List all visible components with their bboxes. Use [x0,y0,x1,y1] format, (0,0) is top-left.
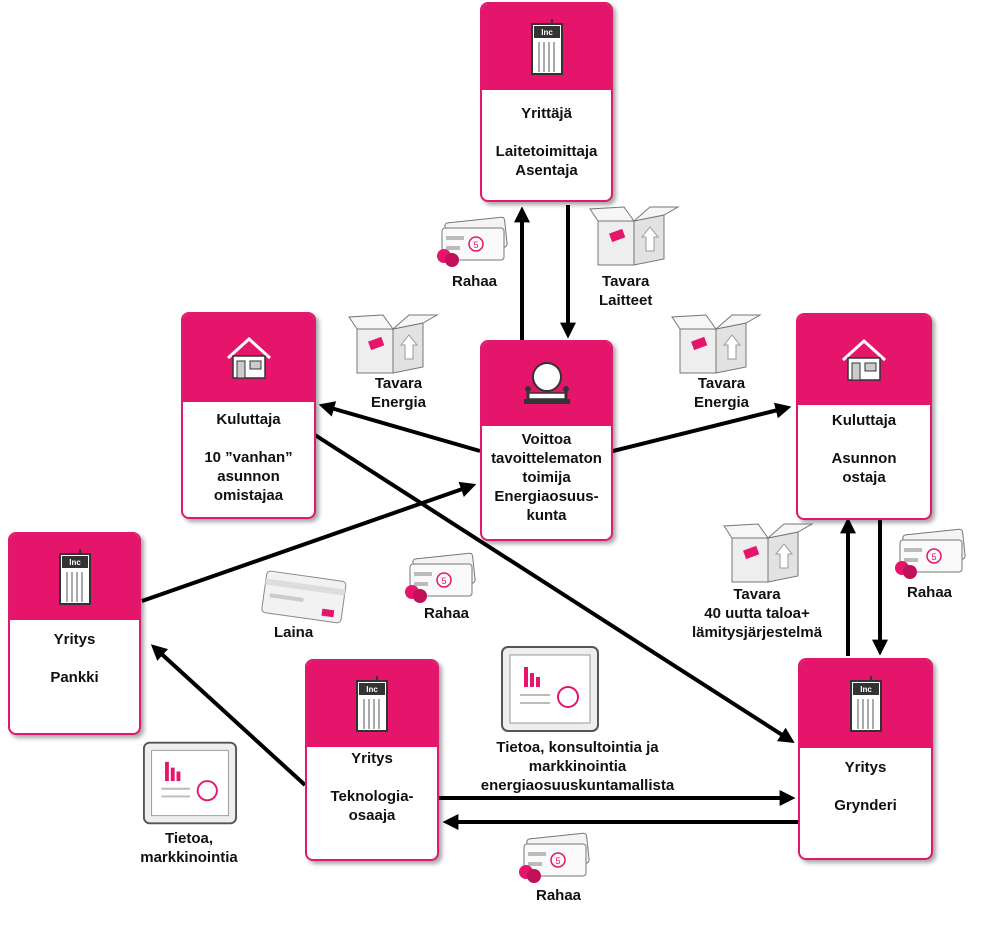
svg-text:5: 5 [441,576,446,586]
arrow-bank-to-coop [141,481,477,603]
spacer [10,649,139,668]
box-icon [348,314,439,374]
node-entrepreneur-role-2: Asentaja [515,162,578,179]
flow-label: Tavara [374,375,423,392]
node-developer: Inc Yritys Grynderi [798,658,933,860]
svg-text:5: 5 [931,552,936,562]
svg-text:Inc: Inc [541,28,553,37]
node-consumer-buyer-line-2: ostaja [842,469,886,486]
svg-text:Inc: Inc [860,685,872,694]
node-consumer-old-line-1: 10 ”vanhan” [204,449,293,466]
node-bank: Inc Yritys Pankki [8,532,141,735]
node-developer-name: Grynderi [834,797,897,814]
node-consumer-old-title: Kuluttaja [216,411,281,428]
money-icon: 5 [519,832,590,883]
svg-text:Inc: Inc [366,685,378,694]
flow-loan: Laina [274,623,313,642]
node-cooperative-line-4: Energiaosuus- [494,488,599,505]
node-consumer-buyer-line-1: Asunnon [831,450,897,467]
spacer [307,768,437,787]
house-icon [841,338,887,381]
node-technology: Inc Yritys Teknologia- osaaja [305,659,439,861]
flow-money-middle: Rahaa [424,604,469,623]
money-icon: 5 [437,216,508,267]
presentation-icon [142,741,238,825]
building-icon: Inc [849,676,882,732]
box-icon [671,314,762,374]
flow-label: energiaosuuskuntamallista [480,777,675,794]
node-technology-line-2: osaaja [348,807,396,824]
node-cooperative-line-1: Voittoa [521,431,572,448]
meeting-icon [523,362,570,404]
flow-houses: Tavara 40 uutta taloa+ lämitysjärjestelm… [677,585,837,642]
node-entrepreneur-title: Yrittäjä [521,105,572,122]
node-consumer-old-line-2: asunnon [217,468,280,485]
flow-label: Tavara [602,273,650,290]
flow-label: Tietoa, konsultointia ja [496,739,659,756]
flow-label: Energia [694,394,750,411]
flow-label: Energia [371,394,427,411]
node-bank-title: Yritys [53,631,96,648]
flow-energy-right: Tavara Energia [694,374,749,412]
flow-consulting: Tietoa, konsultointia ja markkinointia e… [470,738,685,795]
flow-info-marketing: Tietoa, markkinointia [134,829,244,867]
money-icon: 5 [895,528,966,579]
spacer [183,429,314,448]
arrow-old-consumer-to-developer [313,433,795,744]
spacer [800,777,931,796]
node-entrepreneur: Inc Yrittäjä Laitetoimittaja Asentaja [480,2,613,202]
node-technology-title: Yritys [351,750,393,767]
money-icon: 5 [405,552,476,603]
building-icon: Inc [58,549,91,605]
house-icon [226,336,271,379]
node-consumer-old-line-3: omistajaa [213,487,284,504]
flow-label: 40 uutta taloa+ [704,605,810,622]
flow-label: Tietoa, [164,830,214,847]
flow-money-bottom: Rahaa [536,886,581,905]
node-cooperative-line-2: tavoittelematon [491,450,602,467]
arrow-coop-to-buyer [608,402,792,454]
flow-label: markkinointia [140,849,238,866]
flow-label: Rahaa [424,605,470,622]
flow-energy-left: Tavara Energia [371,374,426,412]
svg-text:Inc: Inc [69,558,81,567]
spacer [482,123,611,142]
flow-money-right: Rahaa [907,583,952,602]
flow-money-to-entrepreneur: Rahaa [452,272,497,291]
flow-label: Tavara [733,586,781,603]
spacer [798,430,930,449]
node-entrepreneur-role-1: Laitetoimittaja [495,143,598,160]
credit-card-icon [261,570,347,624]
node-consumer-buyer: Kuluttaja Asunnon ostaja [796,313,932,520]
node-consumer-old: Kuluttaja 10 ”vanhan” asunnon omistajaa [181,312,316,519]
flow-label: Rahaa [907,584,953,601]
flow-label: Rahaa [536,887,582,904]
flow-label: Laina [274,624,314,641]
arrow-technology-to-bank [150,644,307,787]
node-technology-line-1: Teknologia- [330,788,414,805]
node-cooperative-line-3: toimija [522,469,571,486]
arrow-coop-to-old-consumer [318,401,481,453]
node-cooperative: Voittoa tavoittelematon toimija Energiao… [480,340,613,541]
svg-text:5: 5 [473,240,478,250]
presentation-icon [501,646,599,732]
building-icon: Inc [356,676,388,732]
node-bank-name: Pankki [50,669,99,686]
flow-goods-devices: Tavara Laitteet [599,272,652,310]
flow-label: markkinointia [528,758,627,775]
flow-label: Rahaa [452,273,498,290]
node-cooperative-line-5: kunta [526,507,567,524]
box-icon [589,206,680,266]
node-developer-title: Yritys [844,759,887,776]
node-consumer-buyer-title: Kuluttaja [831,412,897,429]
flow-label: lämitysjärjestelmä [691,624,823,641]
svg-text:5: 5 [555,856,560,866]
flow-label: Laitteet [599,292,653,309]
box-icon [723,523,814,583]
building-icon: Inc [530,19,563,75]
flow-label: Tavara [697,375,746,392]
